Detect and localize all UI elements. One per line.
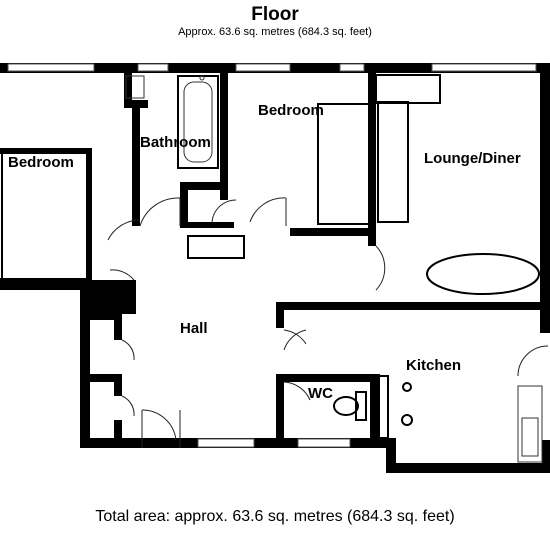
doors [107, 197, 549, 448]
plan-title: Floor [251, 4, 299, 25]
room-label-bathroom: Bathroom [140, 134, 211, 151]
room-label-wc: WC [308, 385, 333, 402]
total-area-footer: Total area: approx. 63.6 sq. metres (684… [95, 508, 455, 525]
kitchen-fixtures [377, 375, 543, 463]
outer-walls [0, 63, 550, 473]
room-label-hall: Hall [180, 320, 208, 337]
bedroom-left-outline [1, 149, 91, 281]
dining-table [426, 253, 540, 295]
wardrobe [187, 74, 441, 259]
plan-area-subtitle: Approx. 63.6 sq. metres (684.3 sq. feet) [178, 26, 372, 38]
wc-toilet [333, 391, 367, 421]
room-label-kitchen: Kitchen [406, 357, 462, 374]
room-label-lounge-diner: Lounge/Diner [424, 150, 521, 167]
room-label-bedroom-center: Bedroom [258, 102, 324, 119]
windows [7, 63, 537, 448]
bathroom-fixtures [125, 75, 219, 169]
room-label-bedroom-left: Bedroom [8, 154, 74, 171]
